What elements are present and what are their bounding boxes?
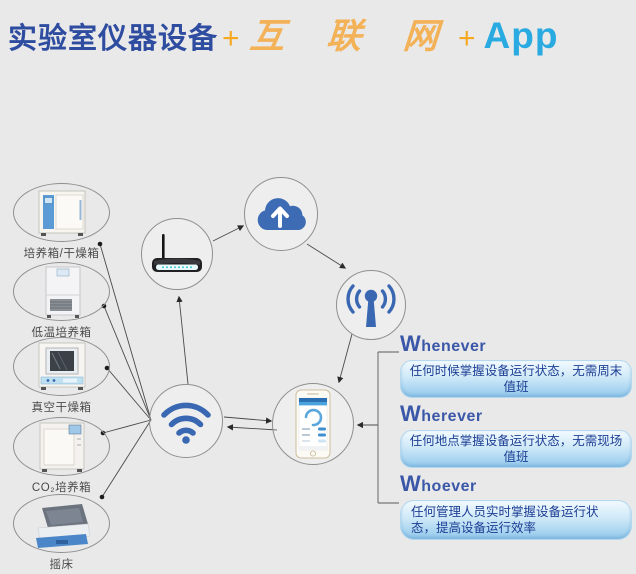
equipment-label: 培养箱/干燥箱 [23, 248, 100, 260]
cloud-node [244, 177, 318, 251]
router-node [141, 218, 213, 290]
benefit-title: Whoever [400, 471, 636, 497]
benefit-title: Wherever [400, 401, 636, 427]
equipment-label: 低温培养箱 [31, 327, 92, 339]
shaker-image [35, 503, 90, 548]
co2-incubator-image [39, 422, 84, 472]
equipment-item-co2-incubator: CO₂培养箱 [13, 417, 110, 495]
mobile-app-phone [295, 389, 331, 459]
equipment-ellipse [13, 262, 110, 321]
signal-antenna-icon [346, 284, 396, 327]
equipment-ellipse [13, 417, 110, 476]
benefit-whoever: Whoever 任何管理人员实时掌握设备运行状态，提高设备运行效率 [400, 471, 636, 540]
wifi-icon [161, 402, 211, 444]
equipment-item-shaker: 摇床 [13, 494, 110, 572]
benefit-title-capital: W [400, 471, 422, 496]
router-icon [152, 234, 202, 272]
benefit-wherever: Wherever 任何地点掌握设备运行状态，无需现场值班 [400, 401, 636, 468]
title-plus-1: + [222, 22, 240, 55]
title-plus-2: + [458, 22, 476, 55]
benefit-description: 任何管理人员实时掌握设备运行状态，提高设备运行效率 [400, 500, 632, 540]
benefit-description: 任何时候掌握设备运行状态，无需周末值班 [400, 360, 632, 398]
equipment-label: 真空干燥箱 [31, 402, 92, 414]
benefit-whenever: Whenever 任何时候掌握设备运行状态，无需周末值班 [400, 331, 636, 398]
equipment-item-low-temp-incubator: 低温培养箱 [13, 262, 110, 340]
benefit-title-rest: herever [421, 408, 483, 425]
equipment-item-vacuum-oven: 真空干燥箱 [13, 337, 110, 415]
equipment-ellipse [13, 494, 110, 553]
benefit-title-capital: W [400, 331, 422, 356]
title-app: App [483, 15, 559, 56]
benefit-title: Whenever [400, 331, 636, 357]
title-lab-equipment: 实验室仪器设备 [8, 23, 219, 55]
benefit-title-rest: henever [421, 338, 487, 355]
equipment-ellipse [13, 337, 110, 396]
antenna-node [336, 270, 406, 340]
equipment-label: CO₂培养箱 [31, 482, 92, 494]
equipment-item-incubator-oven: 培养箱/干燥箱 [13, 183, 110, 261]
equipment-ellipse [13, 183, 110, 242]
vacuum-oven-image [38, 342, 85, 390]
title-internet: 互 联 网 [247, 17, 456, 56]
phone-node [272, 383, 354, 465]
cloud-upload-icon [257, 198, 306, 230]
low-temp-incubator-image [45, 266, 80, 318]
incubator-oven-image [38, 190, 85, 236]
benefit-description: 任何地点掌握设备运行状态，无需现场值班 [400, 430, 632, 468]
wifi-node [149, 384, 223, 458]
page-title: 实验室仪器设备 + 互 联 网 + App [8, 8, 628, 60]
equipment-label: 摇床 [49, 559, 74, 571]
benefit-title-capital: W [400, 401, 422, 426]
benefit-title-rest: hoever [421, 478, 477, 495]
